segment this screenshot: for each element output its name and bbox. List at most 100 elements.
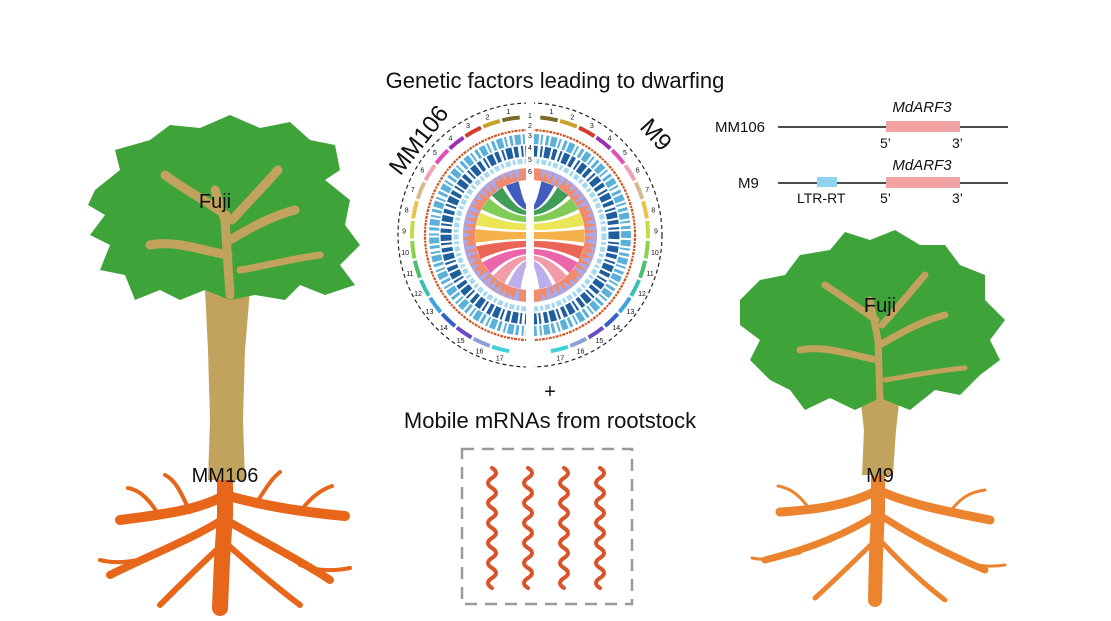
histogram-spike xyxy=(470,264,480,272)
mrna-strand xyxy=(558,466,570,590)
plus-sign: + xyxy=(544,381,556,403)
histogram-spike xyxy=(545,283,555,300)
chromosome-segment xyxy=(464,125,482,138)
histogram-spike xyxy=(580,238,597,246)
chromosome-label: 5 xyxy=(623,150,627,157)
chromosome-label: 2 xyxy=(486,114,490,121)
chromosome-label: 8 xyxy=(405,207,409,214)
histogram-spike xyxy=(482,182,494,195)
histogram-spike xyxy=(467,257,479,266)
chromosome-label: 3 xyxy=(466,123,470,130)
circos-histogram-spikes xyxy=(463,168,597,302)
mrna-waves xyxy=(486,466,606,590)
chromosome-segment xyxy=(638,260,648,279)
histogram-spike xyxy=(477,187,489,198)
ring-number: 4 xyxy=(528,145,532,152)
chromosome-segment xyxy=(501,115,520,123)
mrna-strand xyxy=(594,466,606,590)
chromosome-segment xyxy=(455,326,473,340)
chromosome-label: 5 xyxy=(433,150,437,157)
synteny-link xyxy=(475,212,585,231)
chromosome-segment xyxy=(419,279,431,297)
histogram-spike xyxy=(463,238,470,246)
histogram-spike xyxy=(585,252,595,260)
synteny-link xyxy=(491,187,569,216)
left-scion-label: Fuji xyxy=(199,191,231,213)
histogram-spike xyxy=(473,192,484,201)
gene-name-mm106: MdARF3 xyxy=(892,99,952,116)
chromosome-label: 13 xyxy=(426,309,434,316)
histogram-spike xyxy=(588,245,597,253)
synteny-link xyxy=(493,255,567,284)
gene-name-m9: MdARF3 xyxy=(892,157,952,174)
chromosome-label: 12 xyxy=(414,291,422,298)
chromosome-segment xyxy=(410,220,415,239)
left-rootstock-label: MM106 xyxy=(192,465,259,487)
left-tree: Fuji MM106 xyxy=(88,115,360,616)
m9-three-prime: 3’ xyxy=(952,190,963,206)
histogram-spike xyxy=(571,187,583,198)
histogram-spike xyxy=(512,285,520,302)
mm106-gene-body xyxy=(886,121,960,132)
left-trunk xyxy=(205,290,250,480)
histogram-spike xyxy=(473,270,482,278)
chromosome-label: 1 xyxy=(550,109,554,116)
right-rootstock-label: M9 xyxy=(866,465,894,487)
mrna-dashed-frame xyxy=(460,447,634,606)
chromosome-segment xyxy=(603,312,620,328)
histogram-spike xyxy=(573,192,587,204)
chromosome-label: 10 xyxy=(651,250,659,257)
chromosome-segment xyxy=(643,240,650,259)
figure-title: Genetic factors leading to dwarfing xyxy=(386,68,725,93)
mobile-mrna-caption: Mobile mRNAs from rootstock xyxy=(404,408,697,433)
histogram-spike xyxy=(505,170,513,181)
synteny-link xyxy=(476,240,584,260)
chromosome-segment xyxy=(423,164,437,182)
chromosome-label: 17 xyxy=(556,355,564,362)
chromosome-label: 1 xyxy=(506,109,510,116)
histogram-spike xyxy=(585,217,597,225)
right-tree: Fuji M9 xyxy=(740,230,1007,607)
chromosome-segment xyxy=(434,148,450,165)
histogram-spike xyxy=(585,204,593,211)
chromosome-segment xyxy=(617,296,632,314)
synteny-link xyxy=(507,260,553,290)
chromosome-segment xyxy=(587,326,605,340)
ring-number: 6 xyxy=(528,169,532,176)
histogram-spike xyxy=(505,293,513,300)
chromosome-label: 4 xyxy=(608,135,612,142)
histogram-spike xyxy=(546,170,555,183)
circos-chromosome-labels: 1234567891011121314151617123456789101112… xyxy=(401,109,659,362)
right-trunk xyxy=(860,395,900,475)
synteny-link xyxy=(481,198,579,223)
circos-outer-dashed-ring xyxy=(397,102,663,368)
histogram-spike xyxy=(576,262,590,272)
chromosome-segment xyxy=(641,200,649,219)
chromosome-label: 15 xyxy=(457,338,465,345)
histogram-spike xyxy=(555,175,567,191)
chromosome-segment xyxy=(491,344,510,354)
chromosome-label: 7 xyxy=(411,187,415,194)
chromosome-label: 14 xyxy=(440,325,448,332)
chromosome-segment xyxy=(610,148,626,165)
histogram-spike xyxy=(470,198,479,205)
chromosome-label: 12 xyxy=(638,291,646,298)
chromosome-label: 7 xyxy=(645,187,649,194)
chromosome-segment xyxy=(540,115,559,123)
right-scion-label: Fuji xyxy=(864,295,896,317)
histogram-spike xyxy=(563,281,573,292)
mobile-mrna-box xyxy=(460,447,634,606)
chromosome-segment xyxy=(440,312,457,328)
histogram-spike xyxy=(572,265,587,278)
chromosome-label: 10 xyxy=(401,250,409,257)
histogram-spike xyxy=(568,182,578,192)
histogram-spike xyxy=(499,172,507,182)
mm106-five-prime: 5’ xyxy=(880,135,891,151)
histogram-spike xyxy=(499,288,507,298)
chromosome-label: 9 xyxy=(654,229,658,236)
histogram-spike xyxy=(487,279,498,292)
histogram-spike xyxy=(565,178,573,187)
